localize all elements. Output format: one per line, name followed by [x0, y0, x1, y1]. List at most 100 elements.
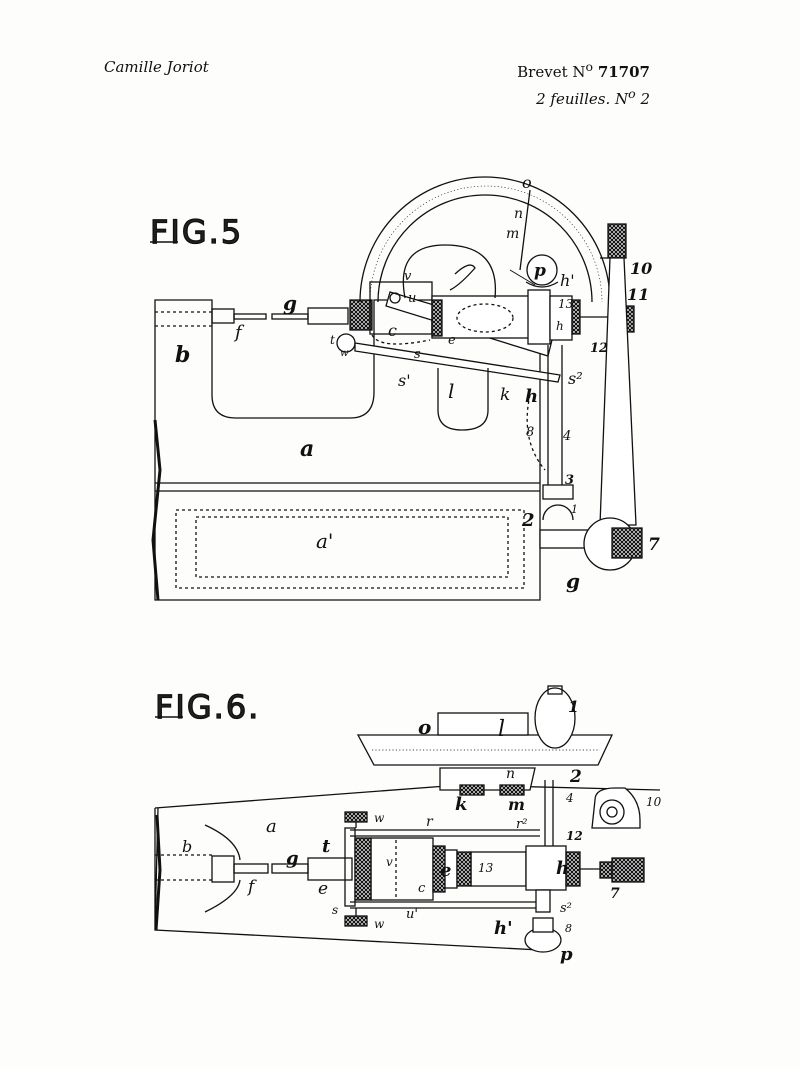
fig6-label-8: 8: [565, 922, 572, 935]
fig6-title: FIG.6.: [155, 688, 260, 726]
fig5-motor-top: [402, 244, 497, 299]
fig5-label-l: l: [448, 379, 454, 403]
fig5-label-v: v: [404, 269, 412, 284]
fig5-hidden-ellipse: [456, 303, 514, 333]
fig6-labels: 1 o l n 2 k m 4 10 a w r r² 12 b g t v e…: [182, 697, 662, 965]
fig5-hidden-slot-outer: [175, 509, 525, 589]
fig5-pointer-n: [519, 189, 531, 271]
fig5-label-7: 7: [648, 535, 660, 555]
fig5-label-u: u: [408, 291, 416, 306]
fig5-handle-grip: [607, 223, 627, 259]
fig5-label-a1: a': [316, 529, 333, 553]
fig6-label-4: 4: [565, 791, 574, 805]
fig5-title: FIG.5: [150, 213, 243, 251]
fig5-frame-body: [154, 299, 541, 601]
fig6-part-1-cap: [547, 685, 563, 695]
patent-number: 71707: [597, 63, 650, 81]
fig5-spindle-f: [233, 313, 267, 320]
sheets-text: 2 feuilles. N: [536, 90, 629, 108]
fig6-label-s: s: [332, 903, 338, 917]
fig5-label-e: e: [448, 333, 456, 348]
fig6-spindle-g-holder: [307, 857, 353, 881]
fig5-block-13: [527, 289, 551, 345]
fig6-block-m: [499, 784, 525, 796]
fig5-broken-edge: [151, 419, 162, 601]
fig5-label-s2: s²: [568, 369, 583, 388]
fig6-label-o: o: [418, 715, 431, 739]
fig5-label-c: c: [388, 321, 397, 340]
fig6-brush-13: [456, 851, 472, 887]
fig5-label-o: o: [522, 173, 532, 192]
inventor-name: Camille Joriot: [104, 58, 209, 76]
fig6-label-u1: u': [406, 907, 418, 922]
fig5-label-3: 3: [565, 473, 574, 488]
fig5-hidden-slot-inner: [195, 516, 509, 578]
fig5-pivot-u: [389, 292, 401, 304]
patent-reference: Brevet No 71707 2 feuilles. No 2: [517, 56, 650, 110]
fig5-label-g: g: [283, 291, 297, 315]
fig5-label-h: h: [525, 386, 538, 407]
fig6-label-g: g: [286, 848, 299, 869]
fig5-label-w: w: [340, 348, 349, 359]
figure-6: FIG.6.: [154, 685, 661, 953]
fig6-label-s2: s²: [560, 901, 572, 916]
sheet-number: 2: [640, 90, 650, 108]
fig5-dial-inner: [377, 194, 593, 303]
fig6-motor-l: [437, 712, 529, 736]
fig6-plate-t: [344, 827, 356, 907]
fig6-base-plate: [154, 784, 661, 951]
fig6-jaw-curve-top: [204, 824, 241, 861]
fig5-label-g2: g: [566, 569, 580, 593]
fig6-label-e: e: [440, 860, 451, 881]
fig5-hidden-curve: [371, 334, 431, 345]
fig6-label-r: r: [426, 814, 434, 830]
fig6-label-h: h: [556, 858, 569, 879]
fig6-label-c: c: [418, 881, 426, 896]
fig6-part-10-center: [606, 806, 618, 818]
fig5-label-12: 12: [590, 341, 608, 356]
fig5-label-h1: h': [560, 271, 575, 290]
fig6-label-w2: w: [374, 917, 385, 931]
fig5-carriage-wheel: [431, 299, 443, 337]
fig5-knob-p: [526, 254, 558, 286]
fig5-collar-3: [542, 484, 574, 500]
fig6-stem-h1: [535, 889, 551, 913]
fig6-label-r2: r²: [516, 817, 527, 832]
fig5-label-2: 2: [521, 510, 535, 531]
sheet-count-line: 2 feuilles. No 2: [517, 83, 650, 110]
fig5-spindle-g-holder: [307, 307, 349, 325]
fig5-label-f: f: [233, 322, 245, 343]
fig6-label-f: f: [246, 877, 257, 897]
fig5-bar-s2: [354, 342, 561, 383]
patent-label: Brevet N: [517, 63, 586, 81]
fig5-knob-7: [611, 527, 643, 559]
fig6-label-p: p: [560, 944, 573, 965]
figure-5: FIG.5: [149, 176, 643, 601]
fig6-foot-w-bottom: [344, 915, 368, 927]
patent-sup: o: [585, 59, 594, 74]
fig5-label-b: b: [175, 342, 190, 368]
fig6-label-h1: h': [494, 918, 513, 939]
fig6-label-e2: e: [318, 879, 328, 899]
fig5-label-h-small: h: [556, 319, 564, 333]
fig5-dial-outer: [359, 176, 611, 303]
fig6-label-b: b: [182, 837, 192, 856]
fig6-label-12: 12: [566, 829, 583, 843]
fig6-spindle-f-holder: [211, 855, 235, 883]
fig6-label-n: n: [506, 766, 515, 782]
fig6-collar-7: [599, 861, 613, 879]
fig5-hook: [449, 264, 476, 291]
fig6-part-10-hub: [599, 799, 625, 825]
fig6-label-w1: w: [374, 811, 385, 825]
fig5-label-s: s: [414, 347, 421, 362]
fig5-label-a: a: [300, 436, 314, 462]
fig6-part-1: [534, 687, 576, 749]
fig6-broken-edge: [154, 814, 162, 931]
fig6-label-l: l: [498, 717, 505, 742]
fig6-knob-7: [611, 857, 645, 883]
fig6-jaw-curve-bottom: [204, 879, 241, 913]
sheets-sup: o: [628, 86, 636, 101]
fig5-label-10: 10: [630, 259, 652, 278]
fig6-foot-w-top: [344, 811, 368, 823]
